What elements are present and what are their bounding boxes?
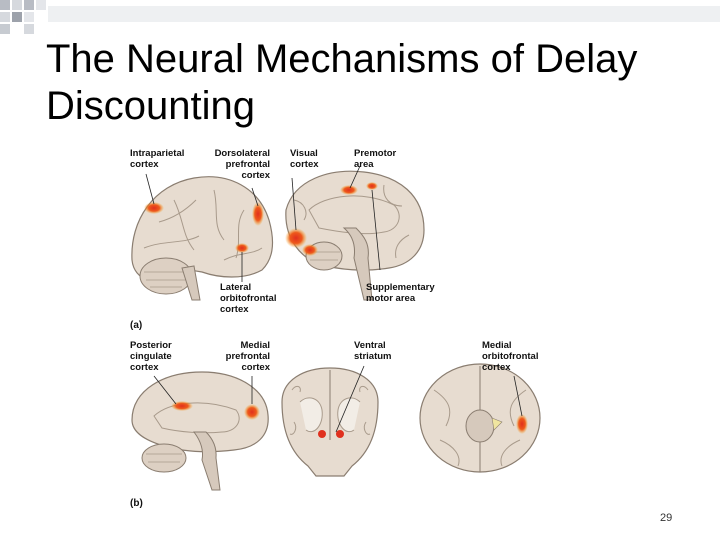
pcc-activation [171,401,193,411]
ventral-brain-b [419,363,541,473]
label-intraparietal-cortex: Intraparietal cortex [130,148,185,170]
visual-cortex-activation [285,228,307,248]
mpfc-activation [244,404,260,420]
label-medial-prefrontal-cortex: Medial prefrontal cortex [225,340,270,373]
mofc-activation [516,414,528,434]
slide-title: The Neural Mechanisms of Delay Discounti… [46,37,638,128]
ventral-striatum-activation-left [318,430,326,438]
medial-brain-b [131,371,269,491]
panel-b-tag: (b) [130,498,143,509]
sma-activation [366,182,378,190]
brain-illustration [131,165,541,491]
leader-lines-b [153,365,523,433]
label-medial-orbitofrontal-cortex: Medial orbitofrontal cortex [482,340,539,373]
label-posterior-cingulate-cortex: Posterior cingulate cortex [130,340,172,373]
slide-number: 29 [660,512,673,524]
lateral-ofc-activation [235,243,249,253]
label-lateral-orbitofrontal-cortex: Lateral orbitofrontal cortex [220,282,277,315]
lateral-brain-a [131,176,274,301]
medial-brain-a [285,170,425,301]
label-visual-cortex: Visual cortex [290,148,319,170]
label-ventral-striatum: Ventral striatum [354,340,392,362]
corner-decoration [0,0,720,34]
label-premotor-area: Premotor area [354,148,397,170]
coronal-brain-b [281,367,379,477]
visual-cortex-activation-2 [302,244,318,256]
premotor-activation [340,185,358,195]
brain-figure: Intraparietal cortex Dorsolateral prefro… [124,140,564,515]
label-supplementary-motor-area: Supplementary motor area [366,282,435,304]
leader-lines-a [145,165,381,282]
ventral-striatum-activation-right [336,430,344,438]
label-dorsolateral-prefrontal-cortex: Dorsolateral prefrontal cortex [214,148,270,181]
intraparietal-activation [144,202,164,214]
panel-a-tag: (a) [130,320,143,331]
dlpfc-activation [252,202,264,226]
